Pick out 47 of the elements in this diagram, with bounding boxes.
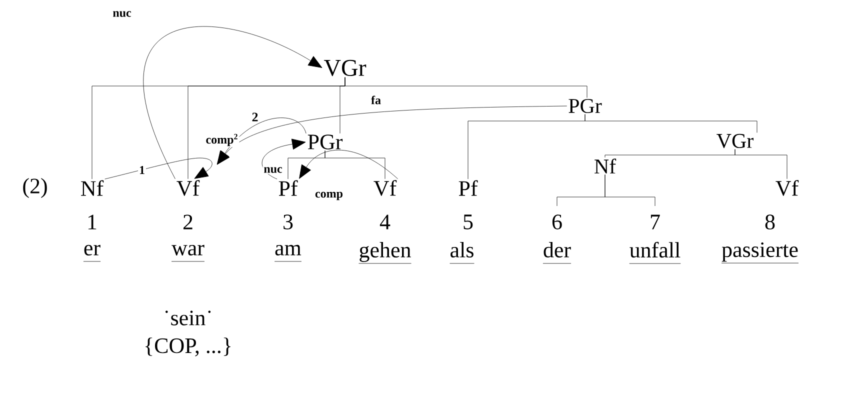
edge-label: nuc bbox=[112, 10, 132, 18]
slot-number: 2 bbox=[250, 112, 260, 122]
tree-line bbox=[734, 149, 788, 180]
dependency-arrow bbox=[104, 158, 212, 180]
dependency-arrow bbox=[216, 118, 306, 165]
word: er bbox=[82, 242, 102, 264]
dependency-arrow bbox=[262, 138, 306, 180]
word: am bbox=[274, 242, 302, 264]
category-label: Pf bbox=[458, 180, 478, 196]
category-label: PGr bbox=[308, 134, 343, 150]
category-label: Vf bbox=[176, 180, 200, 196]
word: war bbox=[170, 242, 206, 264]
label: 7 bbox=[648, 214, 662, 230]
label: (2) bbox=[21, 177, 49, 199]
word: unfall bbox=[628, 240, 682, 266]
category-label: Vf bbox=[374, 180, 397, 196]
label: 2 bbox=[182, 214, 194, 230]
edge-label: comp$^{2}$ bbox=[204, 132, 240, 148]
edge-label: fa bbox=[370, 94, 382, 106]
category-label: Nf bbox=[594, 158, 616, 174]
label: ˙sein˙ bbox=[162, 310, 214, 326]
category-label: Pf bbox=[278, 180, 298, 196]
category-label: Nf bbox=[81, 180, 104, 196]
tree-line bbox=[344, 77, 588, 98]
tree-line bbox=[604, 174, 656, 206]
label: 1 bbox=[86, 214, 98, 230]
category-label: Vf bbox=[776, 180, 799, 196]
word: gehen bbox=[358, 241, 412, 265]
edge-label: comp bbox=[314, 190, 344, 202]
label: 6 bbox=[550, 214, 564, 230]
category-label: PGr bbox=[568, 98, 602, 114]
dependency-arrow bbox=[143, 26, 322, 180]
edge-label: nuc bbox=[262, 166, 284, 174]
dependency-arrow bbox=[299, 150, 398, 180]
label: {COP, ...} bbox=[142, 336, 234, 358]
category-label: VGr bbox=[716, 134, 754, 148]
tree-line bbox=[324, 150, 386, 180]
label: 4 bbox=[378, 214, 392, 230]
label: 3 bbox=[282, 214, 294, 230]
label: 8 bbox=[764, 214, 776, 230]
word: der bbox=[542, 241, 572, 265]
word: als bbox=[448, 241, 476, 265]
label: 5 bbox=[462, 214, 474, 230]
category-label: VGr bbox=[324, 60, 366, 76]
word: passierte bbox=[720, 241, 800, 265]
edge-label: 1 bbox=[138, 165, 146, 175]
tree-line bbox=[584, 114, 758, 133]
